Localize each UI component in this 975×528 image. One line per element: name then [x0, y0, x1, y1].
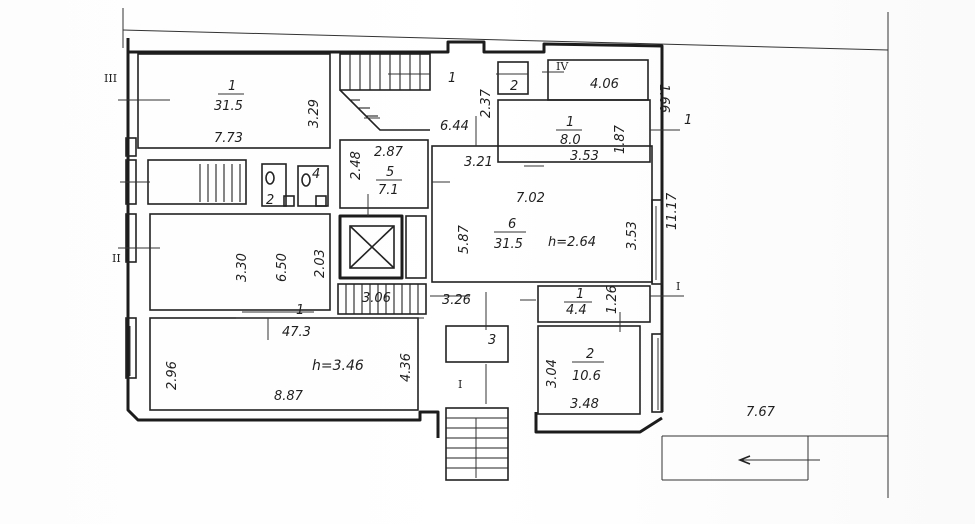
- outer-walls: [125, 38, 664, 438]
- room-dim: 3.53: [570, 149, 599, 164]
- room-dim: 3.48: [570, 397, 599, 412]
- roman-marker-i-right: I: [676, 280, 680, 293]
- stairs-center: [337, 283, 427, 315]
- room-left-mid: 3.30 6.50 2.03: [235, 249, 328, 282]
- dim-label: 4.06: [590, 77, 619, 92]
- room-4: 4: [312, 167, 320, 182]
- room-top-left: 1 31.5 3.29 7.73: [214, 79, 322, 146]
- room-dim: 3.53: [625, 221, 640, 250]
- room-5: 2.87 2.48 5 7.1: [349, 145, 404, 198]
- room-top-right: 1 8.0 3.53 1.87: [556, 115, 628, 164]
- room-dim: 4.36: [399, 353, 414, 382]
- room-area: 10.6: [572, 369, 601, 384]
- loose-dimensions: 4.06 1.66 2.37 6.44 3.21 3.26 3.06 11.17…: [362, 77, 776, 420]
- room-dim: 1.87: [613, 124, 628, 154]
- room-dim: 6.50: [275, 253, 290, 282]
- dim-label: 11.17: [665, 192, 680, 230]
- room-6: 7.02 5.87 6 31.5 h=2.64 3.53: [457, 191, 640, 254]
- dim-label: 7.67: [746, 405, 776, 420]
- elevator-shaft: [338, 214, 427, 280]
- room-number: 4: [312, 167, 320, 182]
- dim-label: 2.37: [479, 88, 494, 118]
- room-area: 8.0: [560, 133, 581, 148]
- room-height: h=2.64: [548, 235, 596, 250]
- wc-fixtures: [265, 171, 327, 207]
- room-area: 7.1: [378, 183, 399, 198]
- room-3: 3: [488, 333, 496, 348]
- room-stair-top: 1: [448, 71, 456, 86]
- stairs-entrance: [445, 407, 509, 481]
- room-number: 1: [228, 79, 236, 94]
- room-dim: 5.87: [457, 224, 472, 254]
- room-dim: 3.30: [235, 253, 250, 282]
- dim-label: 3.21: [464, 155, 493, 170]
- symbol-label: 1: [684, 113, 692, 128]
- room-dim: 3.04: [545, 359, 560, 388]
- dim-label: 3.06: [362, 291, 391, 306]
- room-dim: 2.87: [374, 145, 404, 160]
- room-number: 2: [510, 79, 518, 94]
- sheet-border: [122, 8, 889, 498]
- room-area: 31.5: [494, 237, 523, 252]
- stairs-left: [199, 164, 241, 202]
- symbol-label: 2: [266, 193, 274, 208]
- room-number: 1: [448, 71, 456, 86]
- room-number: 1: [576, 287, 584, 302]
- room-dim: 1.26: [605, 285, 620, 314]
- room-dim: 2.48: [349, 151, 364, 180]
- room-dim: 2.03: [313, 249, 328, 278]
- room-number: 5: [386, 165, 394, 180]
- room-dim: 2.96: [165, 361, 180, 390]
- stairs-top: [339, 53, 431, 131]
- dim-label: 1.66: [656, 84, 671, 113]
- room-dim: 3.29: [307, 99, 322, 128]
- small-symbols: 2 1: [266, 113, 692, 208]
- room-small-right: 1 4.4 1.26: [564, 285, 620, 318]
- room-dim: 7.02: [516, 191, 545, 206]
- room-2: 3.04 2 10.6 3.48: [545, 347, 604, 412]
- roman-marker-ii: II: [112, 252, 121, 265]
- room-number: 2: [586, 347, 594, 362]
- room-number: 6: [508, 217, 516, 232]
- room-main: 1 47.3 h=3.46 2.96 8.87 4.36: [165, 303, 414, 404]
- roman-markers: III II IV I I: [104, 60, 680, 391]
- room-dim: 8.87: [274, 389, 304, 404]
- dim-label: 3.26: [442, 293, 471, 308]
- room-number: 3: [488, 333, 496, 348]
- room-height: h=3.46: [312, 358, 364, 374]
- roman-marker-iii: III: [104, 72, 117, 85]
- room-dim: 7.73: [214, 131, 243, 146]
- room-number: 1: [566, 115, 574, 130]
- room-small-2: 2: [510, 79, 518, 94]
- room-number: 1: [296, 303, 304, 318]
- dim-label: 6.44: [440, 119, 469, 134]
- room-area: 31.5: [214, 99, 243, 114]
- room-area: 4.4: [566, 303, 587, 318]
- roman-marker-iv: IV: [556, 60, 569, 73]
- section-lines: [118, 71, 820, 465]
- room-area: 47.3: [282, 325, 311, 340]
- window-marks: [129, 206, 659, 410]
- roman-marker-i-entrance: I: [458, 378, 462, 391]
- interior-walls: [137, 53, 653, 415]
